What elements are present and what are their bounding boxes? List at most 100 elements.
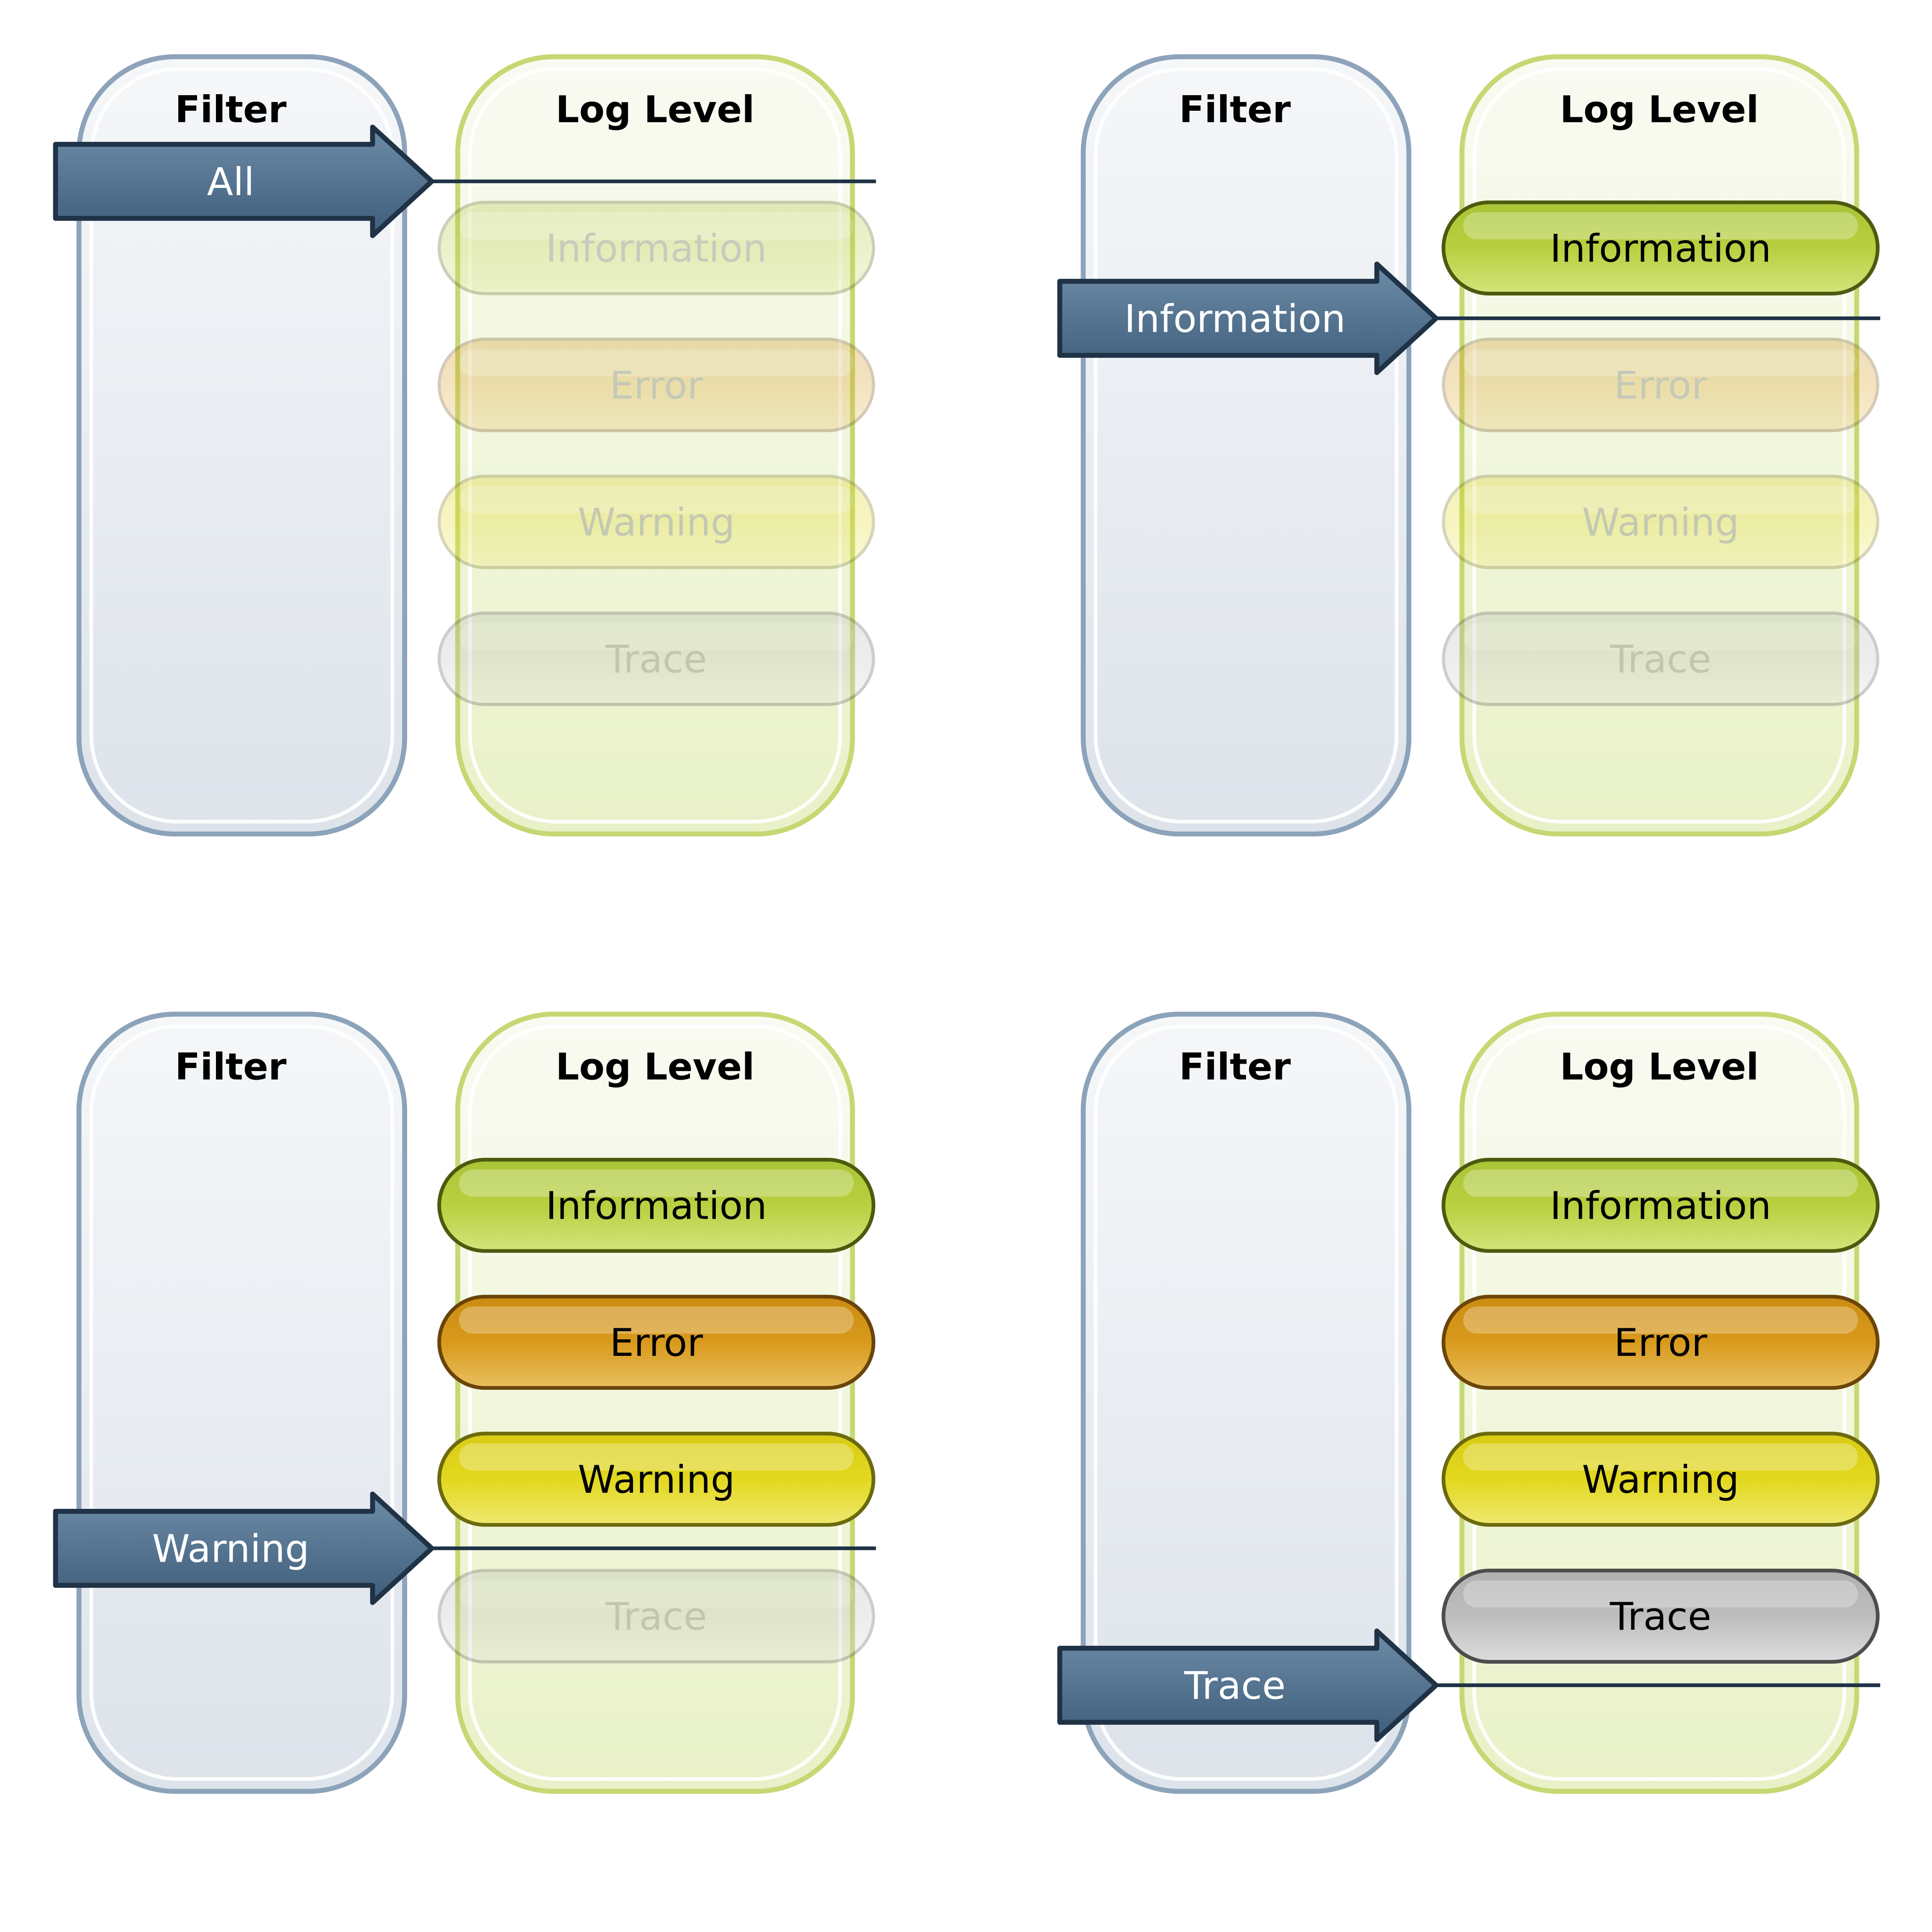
level-pill-gloss bbox=[459, 212, 854, 239]
level-pill-body bbox=[1441, 1158, 1880, 1253]
log-level-column-highlight bbox=[468, 67, 842, 824]
arrow-shape bbox=[1057, 261, 1439, 375]
log-level-column bbox=[455, 54, 855, 837]
level-pill-warning: Warning bbox=[1441, 1432, 1880, 1527]
filter-threshold-arrow: Information bbox=[1057, 261, 1881, 375]
log-level-column bbox=[1459, 1011, 1859, 1794]
level-pill-gloss bbox=[459, 1306, 854, 1334]
level-pill-gloss bbox=[1463, 486, 1858, 514]
filter-column bbox=[76, 54, 408, 837]
level-pill-label: Trace bbox=[1609, 637, 1711, 681]
level-pill-gloss bbox=[459, 486, 854, 514]
level-pill-body bbox=[437, 1295, 876, 1390]
level-pill-body bbox=[1442, 612, 1880, 706]
filter-header: Filter bbox=[175, 1045, 287, 1088]
log-level-header: Log Level bbox=[555, 88, 754, 131]
level-pill-label: Trace bbox=[605, 637, 707, 681]
level-pill-gloss bbox=[1463, 212, 1858, 239]
level-pill-label: Information bbox=[1550, 226, 1771, 271]
scenario-panel: Filter Log LevelInformationErrorWarningTr… bbox=[1057, 54, 1881, 837]
filter-label: Information bbox=[1124, 296, 1346, 341]
level-pill-error: Error bbox=[437, 1295, 876, 1390]
level-pill-body bbox=[1442, 338, 1880, 432]
log-level-header: Log Level bbox=[1560, 1045, 1759, 1088]
level-pill-body bbox=[1442, 475, 1880, 569]
level-pill-label: Error bbox=[610, 1320, 703, 1365]
level-pill-warning: Warning bbox=[437, 475, 875, 569]
filter-column-highlight bbox=[1093, 1025, 1399, 1781]
level-pill-body bbox=[437, 612, 875, 706]
log-level-column-highlight bbox=[1472, 1025, 1847, 1781]
level-pill-gloss bbox=[459, 1169, 854, 1197]
log-level-header: Log Level bbox=[1560, 88, 1759, 131]
level-pill-trace: Trace bbox=[1442, 612, 1880, 706]
level-pill-gloss bbox=[1463, 349, 1858, 376]
arrow-shape bbox=[53, 125, 435, 238]
level-pill-information: Information bbox=[1441, 1158, 1880, 1253]
arrow-shape bbox=[1057, 1628, 1439, 1742]
filter-label: Trace bbox=[1184, 1663, 1286, 1708]
level-pill-body bbox=[1441, 1569, 1880, 1664]
level-pill-label: Information bbox=[546, 1184, 767, 1228]
level-pill-information: Information bbox=[1441, 200, 1880, 296]
filter-threshold-arrow: Warning bbox=[53, 1491, 876, 1605]
level-pill-gloss bbox=[459, 623, 854, 651]
level-pill-gloss bbox=[1463, 1169, 1858, 1197]
filter-header: Filter bbox=[1179, 1045, 1291, 1088]
level-pill-label: Error bbox=[1614, 1320, 1708, 1365]
level-pill-information: Information bbox=[437, 201, 875, 295]
filter-column bbox=[1081, 1011, 1411, 1794]
scenario-panel: Filter Log LevelInformationErrorWarningTr… bbox=[1057, 1011, 1881, 1794]
level-pill-label: Trace bbox=[605, 1594, 707, 1639]
level-pill-body bbox=[437, 201, 875, 295]
level-pill-error: Error bbox=[1441, 1295, 1880, 1390]
level-pill-label: Warning bbox=[1582, 500, 1739, 544]
level-pill-label: Warning bbox=[1582, 1457, 1739, 1502]
level-pill-body bbox=[437, 1432, 876, 1527]
level-pill-gloss bbox=[1463, 1443, 1858, 1471]
filter-column-highlight bbox=[89, 1025, 394, 1781]
level-pill-gloss bbox=[459, 349, 854, 376]
level-pill-trace: Trace bbox=[1441, 1569, 1880, 1664]
level-pill-error: Error bbox=[437, 338, 875, 432]
log-level-column bbox=[1459, 54, 1859, 837]
level-pill-gloss bbox=[459, 1580, 854, 1608]
filter-label: Warning bbox=[152, 1526, 309, 1571]
level-pill-warning: Warning bbox=[1442, 475, 1880, 569]
level-pill-body bbox=[437, 1569, 875, 1664]
level-pill-body bbox=[437, 338, 875, 432]
log-level-column-highlight bbox=[1472, 67, 1847, 824]
level-pill-label: Warning bbox=[578, 1457, 735, 1502]
level-pill-body bbox=[437, 1158, 876, 1253]
arrow-shape bbox=[53, 1491, 435, 1605]
level-pill-label: Warning bbox=[578, 500, 735, 544]
level-pill-gloss bbox=[459, 1443, 854, 1471]
filter-column bbox=[76, 1011, 408, 1794]
level-pill-gloss bbox=[1463, 1580, 1858, 1608]
level-pill-label: Error bbox=[610, 363, 703, 408]
filter-label: All bbox=[207, 159, 255, 204]
level-pill-body bbox=[1441, 1432, 1880, 1527]
level-pill-error: Error bbox=[1442, 338, 1880, 432]
scenario-panel: Filter Log LevelInformationErrorWarningTr… bbox=[53, 1011, 876, 1794]
level-pill-gloss bbox=[1463, 623, 1858, 651]
level-pill-gloss bbox=[1463, 1306, 1858, 1334]
level-pill-label: Information bbox=[1550, 1184, 1771, 1228]
level-pill-warning: Warning bbox=[437, 1432, 876, 1527]
filter-column-highlight bbox=[1093, 67, 1399, 824]
level-pill-trace: Trace bbox=[437, 1569, 875, 1664]
log-level-column-highlight bbox=[468, 1025, 842, 1781]
level-pill-body bbox=[1441, 200, 1880, 296]
filter-header: Filter bbox=[175, 88, 287, 131]
filter-column-highlight bbox=[89, 67, 394, 824]
level-pill-trace: Trace bbox=[437, 612, 875, 706]
level-pill-information: Information bbox=[437, 1158, 876, 1253]
level-pill-label: Information bbox=[546, 226, 767, 271]
filter-header: Filter bbox=[1179, 88, 1291, 131]
filter-column bbox=[1081, 54, 1411, 837]
level-pill-label: Error bbox=[1614, 363, 1708, 408]
log-level-header: Log Level bbox=[555, 1045, 754, 1088]
log-level-column bbox=[455, 1011, 855, 1794]
